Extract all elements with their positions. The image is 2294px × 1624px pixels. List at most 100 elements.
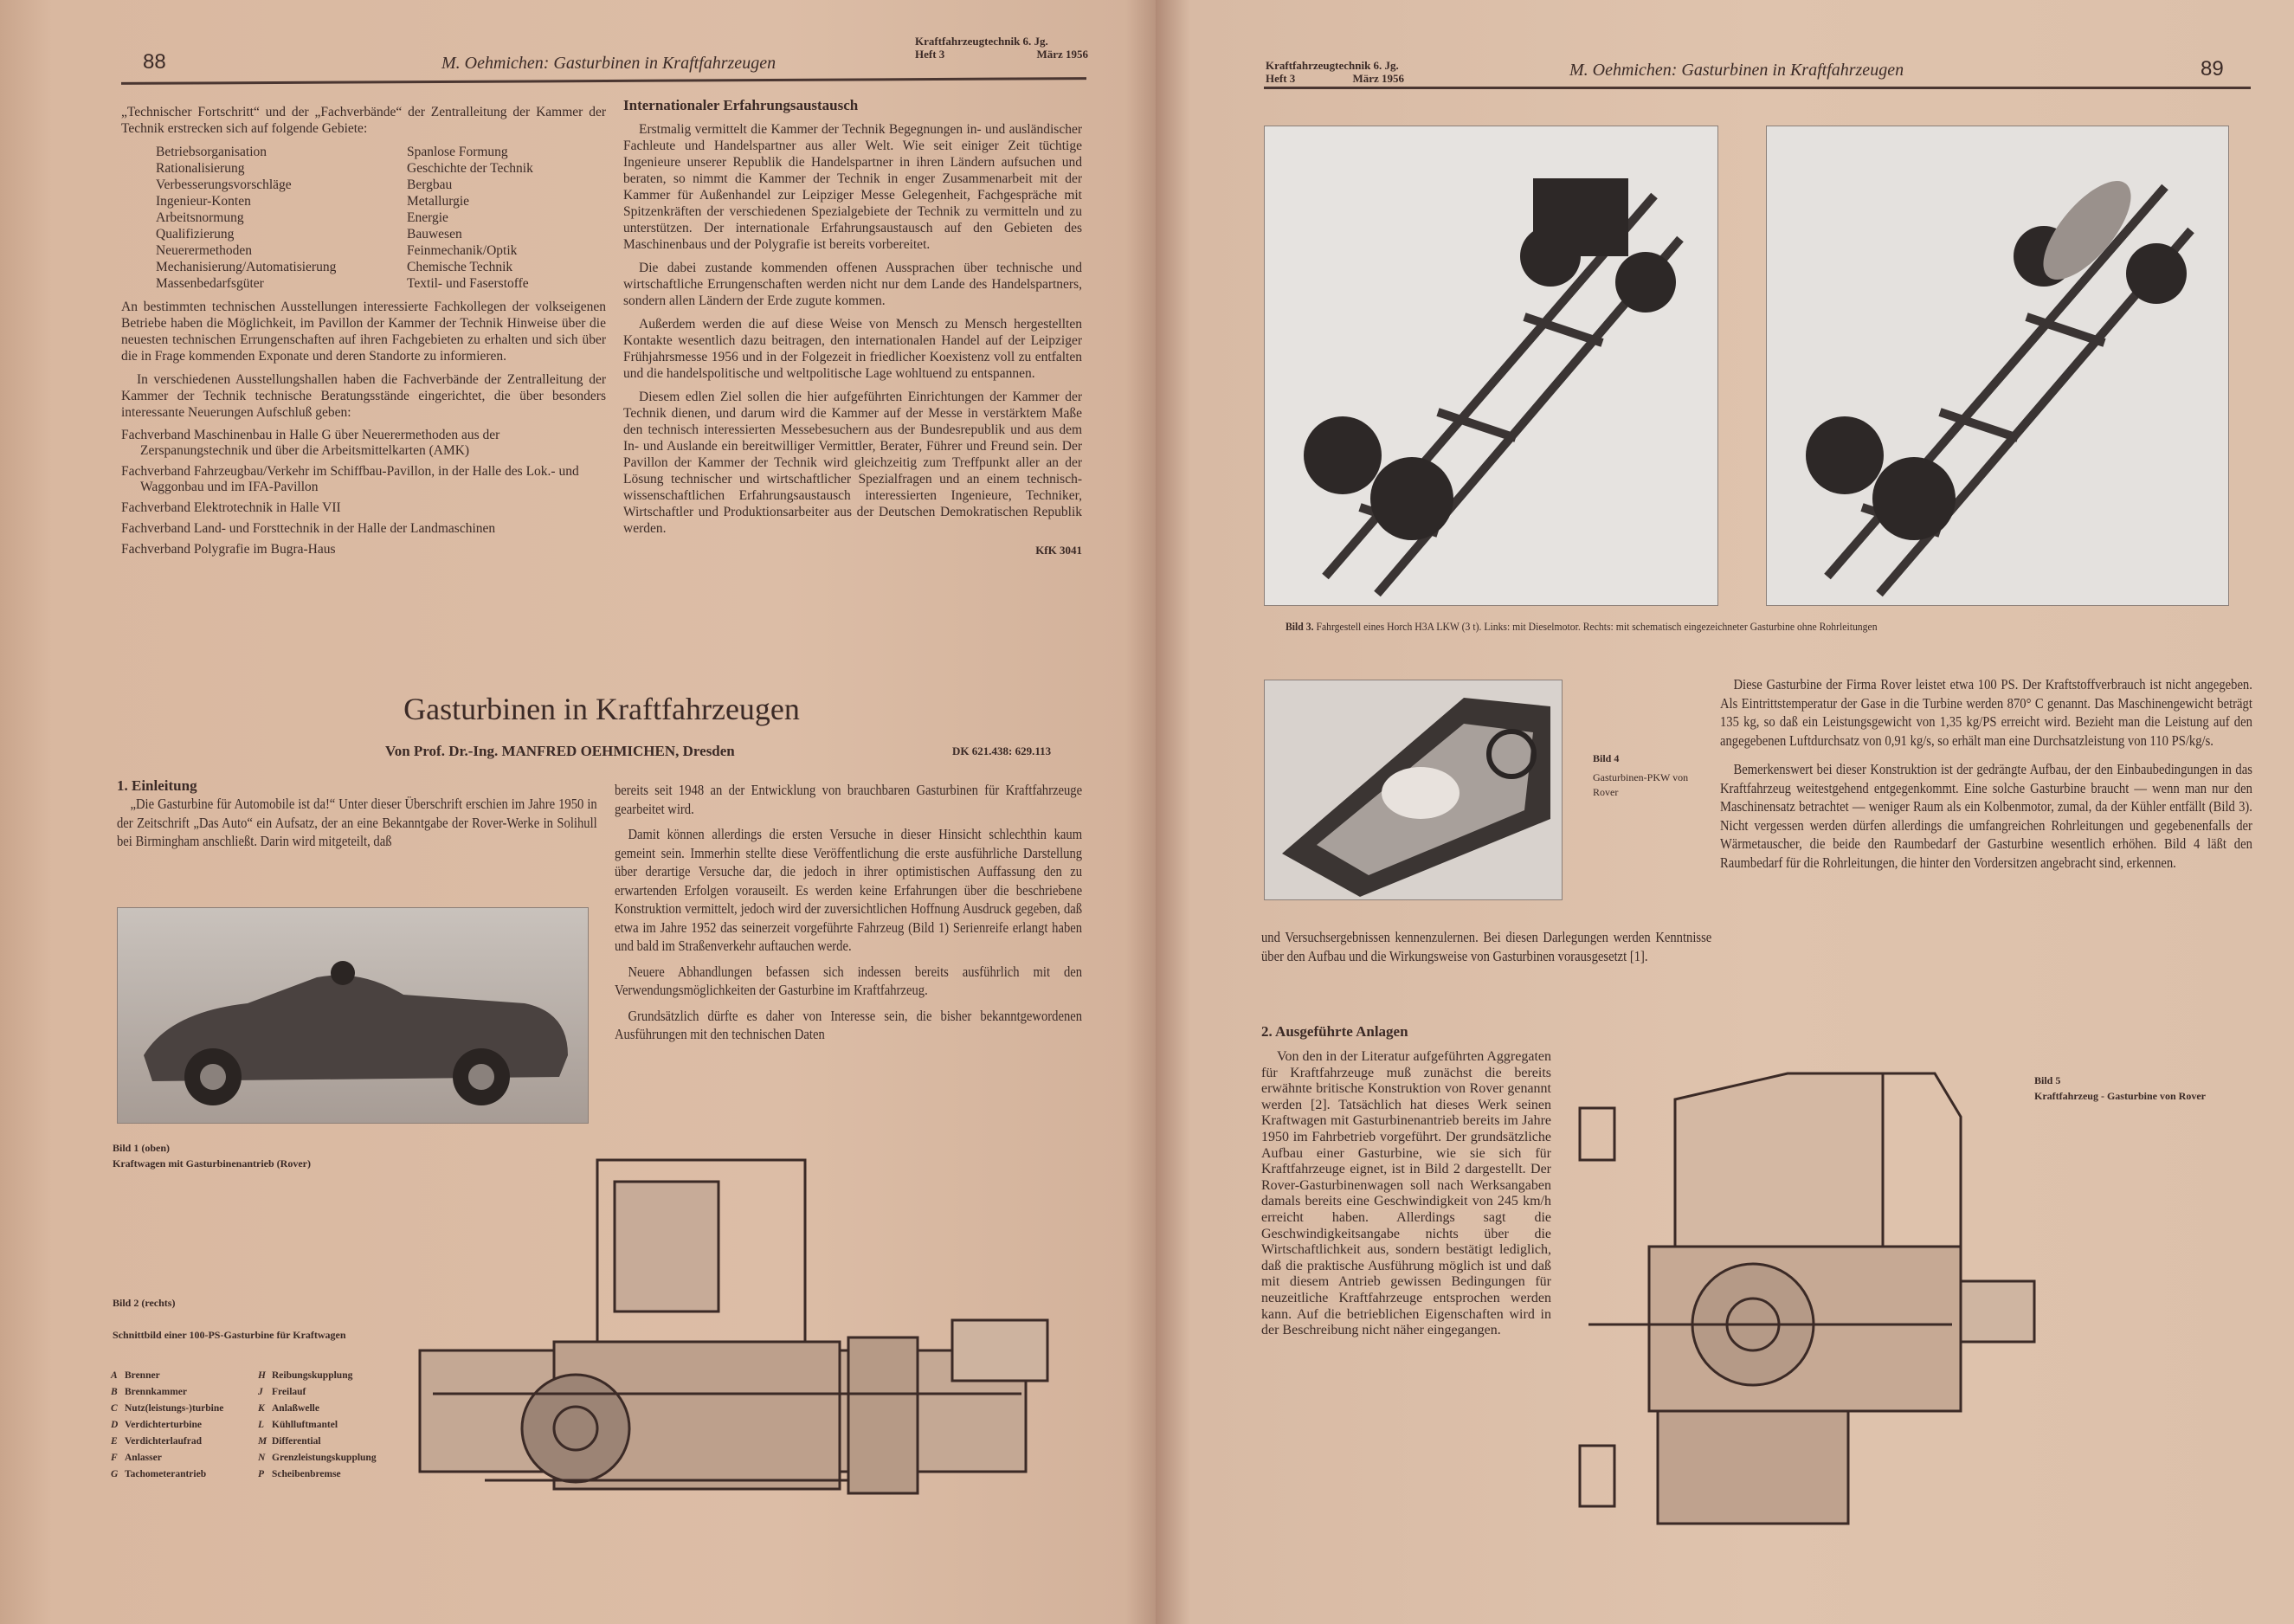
- reference-code: KfK 3041: [1035, 544, 1082, 557]
- journal-name: Kraftfahrzeugtechnik 6. Jg.: [915, 35, 1048, 48]
- bild2-caption: Schnittbild einer 100-PS-Gasturbine für …: [113, 1329, 346, 1341]
- legend-text: Verdichterlaufrad: [125, 1436, 203, 1447]
- legend-text: Anlaßwelle: [272, 1403, 319, 1414]
- paragraph: Diesem edlen Ziel sollen die hier aufgef…: [623, 390, 1082, 536]
- section-2: 2. Ausgeführte Anlagen Von den in der Li…: [1261, 1023, 1551, 1346]
- legend-key: N: [258, 1453, 266, 1463]
- diesel-chassis-image: [1304, 178, 1684, 597]
- field-item: Metallurgie: [407, 194, 470, 209]
- legend-key: B: [111, 1387, 118, 1397]
- paragraph: Erstmalig vermittelt die Kammer der Tech…: [623, 122, 1082, 252]
- bild3-label: Bild 3.: [1286, 620, 1314, 633]
- journal-date: März 1956: [1036, 48, 1088, 61]
- legend-text: Grenzleistungskupplung: [272, 1453, 377, 1463]
- paragraph: Grundsätzlich dürfte es daher von Intere…: [615, 1007, 1083, 1043]
- byline: Von Prof. Dr.-Ing. MANFRED OEHMICHEN, Dr…: [385, 743, 735, 759]
- legend-key: C: [111, 1403, 118, 1414]
- bild1-caption: Kraftwagen mit Gasturbinenantrieb (Rover…: [113, 1157, 311, 1170]
- bild2-label: Bild 2 (rechts): [113, 1297, 176, 1309]
- bild3-left-chassis-photo: [1264, 126, 1718, 606]
- bild4-label: Bild 4: [1593, 752, 1620, 764]
- dk-classification: DK 621.438: 629.113: [952, 744, 1052, 757]
- field-item: Energie: [407, 210, 448, 225]
- legend-item: H Reibungskupplung: [258, 1368, 388, 1384]
- bild2-turbine-cutaway-diagram: ABCDEFGHJKLMNP: [418, 1158, 1049, 1495]
- legend-key: L: [258, 1420, 265, 1430]
- field-item: Verbesserungsvorschläge: [156, 177, 292, 192]
- header-rule: [1264, 87, 2251, 89]
- bild4-caption: Gasturbinen-PKW von Rover: [1593, 771, 1689, 798]
- fachverband-item: Fachverband Polygrafie im Bugra-Haus: [121, 542, 336, 557]
- field-item: Qualifizierung: [156, 227, 235, 242]
- intro-text: „Technischer Fortschritt“ und der „Fachv…: [121, 105, 606, 136]
- bild1-label: Bild 1 (oben): [113, 1142, 171, 1154]
- bild3-caption: Fahrgestell eines Horch H3A LKW (3 t). L…: [1316, 620, 1878, 633]
- field-item: Rationalisierung: [156, 161, 245, 176]
- legend-text: Scheibenbremse: [272, 1469, 341, 1479]
- section-1: 1. Einleitung „Die Gasturbine für Automo…: [117, 777, 597, 851]
- legend-item: J Freilauf: [258, 1384, 388, 1401]
- intl-paragraphs: Erstmalig vermittelt die Kammer der Tech…: [623, 121, 1082, 537]
- legend-text: Kühlluftmantel: [272, 1420, 338, 1430]
- paragraph: An bestimmten technischen Ausstellungen …: [121, 300, 606, 364]
- left-page: 88 M. Oehmichen: Gasturbinen in Kraftfah…: [0, 0, 1156, 1624]
- paragraph: Von den in der Literatur aufgeführten Ag…: [1261, 1049, 1551, 1338]
- bild3-caption-block: Bild 3. Fahrgestell eines Horch H3A LKW …: [1286, 620, 1878, 634]
- legend-key: K: [258, 1403, 265, 1414]
- legend-key: J: [258, 1387, 263, 1397]
- field-item: Massenbedarfsgüter: [156, 276, 264, 291]
- fachverband-item: Fachverband Elektrotechnik in Halle VII: [121, 500, 341, 515]
- field-item: Feinmechanik/Optik: [407, 243, 518, 258]
- continuation-block: und Versuchsergebnissen kennenzulernen. …: [1261, 928, 1711, 965]
- legend-text: Freilauf: [272, 1387, 306, 1397]
- field-item: Ingenieur-Konten: [156, 194, 251, 209]
- legend-text: Anlasser: [125, 1453, 162, 1463]
- journal-name: Kraftfahrzeugtechnik 6. Jg.: [1266, 59, 1399, 72]
- legend-item: K Anlaßwelle: [258, 1401, 388, 1417]
- section-heading: Internationaler Erfahrungsaustausch: [623, 97, 859, 113]
- paragraph: In verschiedenen Ausstellungshallen habe…: [121, 372, 606, 420]
- paragraph: bereits seit 1948 an der Entwicklung von…: [615, 782, 1083, 817]
- paragraph: Neuere Abhandlungen befassen sich indess…: [615, 963, 1083, 999]
- paragraph: Die dabei zustande kommenden offenen Aus…: [623, 261, 1082, 308]
- bild4-car-photo: [1264, 680, 1563, 900]
- legend-key: M: [258, 1436, 267, 1447]
- legend-key: P: [258, 1469, 265, 1479]
- page-number: 89: [2201, 57, 2224, 81]
- section-heading: 1. Einleitung: [117, 777, 197, 794]
- legend-key: H: [258, 1370, 266, 1381]
- header-rule: [120, 77, 1087, 85]
- journal-date: März 1956: [1352, 72, 1404, 85]
- legend-key: A: [111, 1370, 118, 1381]
- field-item: Bauwesen: [407, 227, 462, 242]
- legend-key: D: [111, 1420, 119, 1430]
- section-heading: 2. Ausgeführte Anlagen: [1261, 1023, 1408, 1040]
- page-number: 88: [143, 50, 166, 74]
- fachverband-item: Fachverband Maschinenbau in Halle G über…: [121, 428, 500, 458]
- fachverband-list: Fachverband Maschinenbau in Halle G über…: [121, 428, 606, 557]
- bild5-turbine-diagram: [1578, 1072, 2036, 1525]
- field-item: Spanlose Formung: [407, 145, 508, 159]
- field-item: Geschichte der Technik: [407, 161, 533, 176]
- field-item: Betriebsorganisation: [156, 145, 267, 159]
- left-column-top: „Technischer Fortschritt“ und der „Fachv…: [121, 104, 606, 563]
- article-title: Gasturbinen in Kraftfahrzeugen: [403, 692, 800, 726]
- running-title: M. Oehmichen: Gasturbinen in Kraftfahrze…: [1569, 61, 1904, 80]
- fachverband-item: Fachverband Land- und Forsttechnik in de…: [121, 521, 496, 536]
- legend-text: Reibungskupplung: [272, 1370, 353, 1381]
- fachverband-item: Fachverband Fahrzeugbau/Verkehr im Schif…: [121, 464, 579, 494]
- paragraph: Damit können allerdings die ersten Versu…: [615, 826, 1083, 954]
- legend-item: L Kühlluftmantel: [258, 1417, 388, 1434]
- rover-car-image: [144, 961, 568, 1105]
- field-item: Mechanisierung/Automatisierung: [156, 260, 337, 274]
- bild1-car-photo: [117, 907, 589, 1124]
